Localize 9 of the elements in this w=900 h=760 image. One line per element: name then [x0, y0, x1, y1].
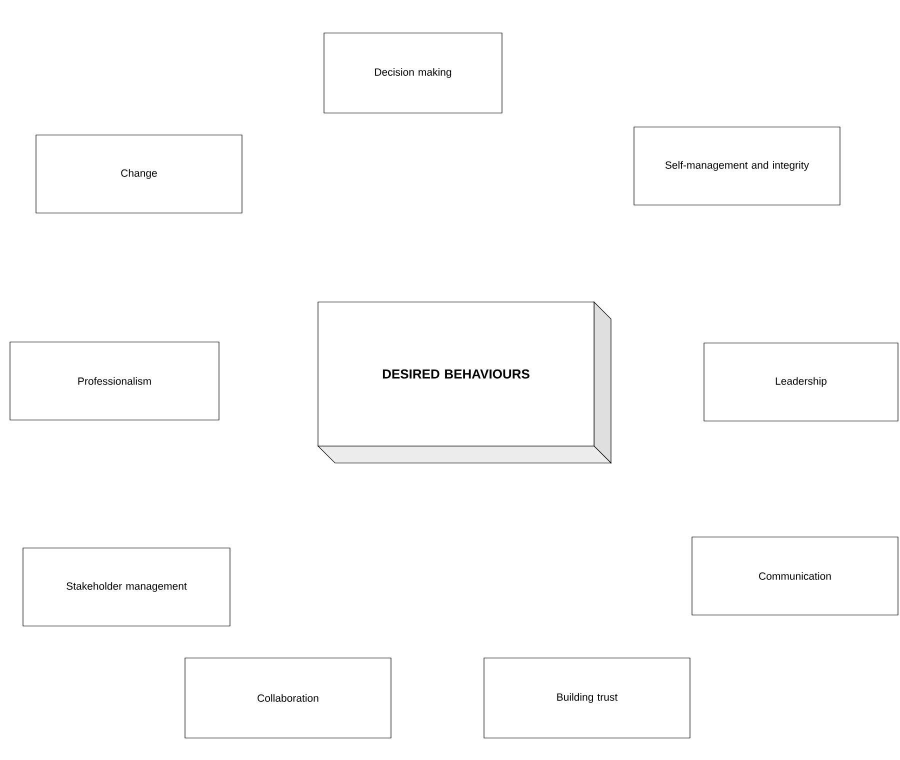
text-box: Change [36, 134, 242, 214]
text-box: Professionalism [10, 342, 220, 420]
text-box: Leadership [704, 342, 898, 422]
text-box: Stakeholder management [22, 548, 230, 626]
text-box: Decision making [324, 32, 502, 114]
text-box: Collaboration [184, 658, 392, 738]
text-box: Communication [692, 536, 898, 616]
text-box: Building trust [484, 658, 690, 738]
text-box: Self-management and integrity [634, 126, 840, 206]
